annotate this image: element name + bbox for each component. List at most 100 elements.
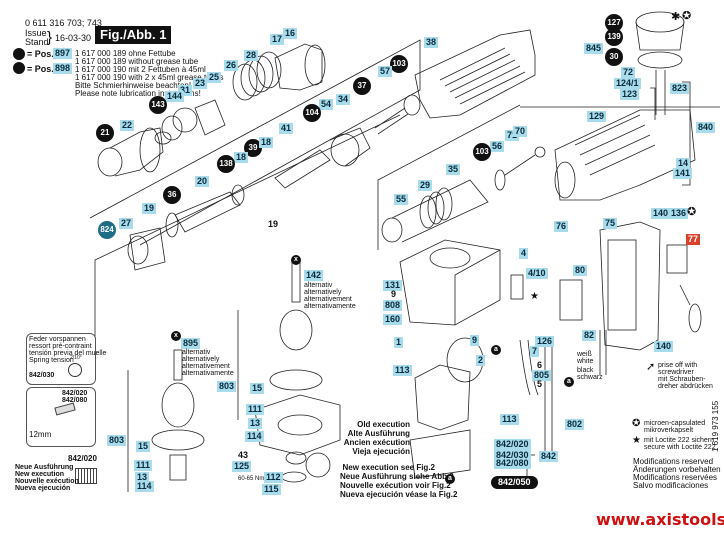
part-label-111[interactable]: 111 (246, 404, 265, 415)
part-label-114[interactable]: 114 (135, 481, 154, 492)
part-label-160[interactable]: 160 (383, 314, 403, 325)
part-label-7[interactable]: 7 (530, 346, 540, 357)
part-label-803[interactable]: 803 (107, 435, 127, 446)
part-label-113[interactable]: 113 (393, 365, 412, 376)
part-label-17[interactable]: 17 (270, 34, 285, 45)
part-label-29[interactable]: 29 (418, 180, 433, 191)
part-label-2[interactable]: 2 (476, 355, 486, 366)
part-label-70[interactable]: 70 (513, 126, 528, 137)
part-label-80[interactable]: 80 (573, 265, 588, 276)
part-circle-39[interactable]: 39 (244, 139, 262, 157)
part-label-22[interactable]: 22 (120, 120, 135, 131)
part-circle-36[interactable]: 36 (163, 186, 181, 204)
part-label-842-050[interactable]: 842/050 (491, 476, 538, 489)
part-circle-143[interactable]: 143 (149, 96, 167, 114)
part-circle-37[interactable]: 37 (353, 77, 371, 95)
part-label-112[interactable]: 112 (264, 472, 283, 483)
part-label-31[interactable]: 31 (178, 85, 193, 96)
part-circle-127[interactable]: 127 (605, 14, 623, 32)
part-label-1[interactable]: 1 (394, 337, 404, 348)
part-label-26[interactable]: 26 (224, 60, 239, 71)
part-label-71[interactable]: 71 (505, 130, 520, 141)
part-label-4[interactable]: 4 (519, 248, 529, 259)
part-label-54[interactable]: 54 (319, 99, 334, 110)
part-label-38[interactable]: 38 (424, 37, 439, 48)
part-label-15[interactable]: 15 (136, 441, 151, 452)
part-label-27[interactable]: 27 (119, 218, 134, 229)
part-label-14[interactable]: 14 (676, 158, 691, 169)
part-label-842-030[interactable]: 842/030 (494, 450, 531, 461)
part-circle-103[interactable]: 103 (390, 55, 408, 73)
issue-label: Issue (25, 28, 47, 38)
part-label-18[interactable]: 18 (259, 137, 274, 148)
part-label-803[interactable]: 803 (217, 381, 237, 392)
part-label-15[interactable]: 15 (250, 383, 265, 394)
part-label-840[interactable]: 840 (696, 122, 716, 133)
part-label-842[interactable]: 842 (539, 451, 559, 462)
part-label-141[interactable]: 141 (673, 168, 693, 179)
part-label-43[interactable]: 43 (238, 450, 249, 460)
part-label-20[interactable]: 20 (195, 176, 210, 187)
part-label-842-020[interactable]: 842/020 (494, 439, 531, 450)
part-label-9[interactable]: 9 (391, 289, 397, 299)
part-label-13[interactable]: 13 (135, 472, 150, 483)
part-label-111[interactable]: 111 (134, 460, 153, 471)
part-label-802[interactable]: 802 (565, 419, 585, 430)
spring-icon (68, 363, 82, 377)
part-circle-104[interactable]: 104 (303, 104, 321, 122)
part-label-76[interactable]: 76 (554, 221, 569, 232)
part-label-124-1[interactable]: 124/1 (614, 78, 641, 89)
part-label-28[interactable]: 28 (244, 50, 259, 61)
part-label-55[interactable]: 55 (394, 194, 409, 205)
part-label-125[interactable]: 125 (232, 461, 252, 472)
part-circle-138[interactable]: 138 (217, 155, 235, 173)
part-label-6[interactable]: 6 (537, 360, 543, 370)
part-label-805[interactable]: 805 (532, 370, 552, 381)
watermark[interactable]: www.axistools.ru (596, 510, 724, 529)
part-label-34[interactable]: 34 (336, 94, 351, 105)
part-label-16[interactable]: 16 (283, 28, 298, 39)
part-label-5[interactable]: 5 (537, 379, 543, 389)
part-label-75[interactable]: 75 (603, 218, 618, 229)
part-circle-824[interactable]: 824 (98, 221, 116, 239)
part-label-823[interactable]: 823 (670, 83, 690, 94)
part-label-18[interactable]: 18 (234, 152, 249, 163)
part-label-56[interactable]: 56 (490, 141, 505, 152)
part-label-23[interactable]: 23 (193, 78, 208, 89)
part-label-82[interactable]: 82 (582, 330, 597, 341)
part-label-35[interactable]: 35 (446, 164, 461, 175)
pos-898-label[interactable]: 898 (53, 63, 73, 74)
part-label-113[interactable]: 113 (500, 414, 519, 425)
part-label-126[interactable]: 126 (535, 336, 555, 347)
pos-897-label[interactable]: 897 (53, 48, 73, 59)
part-circle-30[interactable]: 30 (605, 48, 623, 66)
part-label-842-080[interactable]: 842/080 (494, 458, 531, 469)
part-label-115[interactable]: 115 (262, 484, 281, 495)
connection-a-icon: a (445, 474, 455, 484)
part-label-57[interactable]: 57 (378, 66, 393, 77)
part-label-895[interactable]: 895 (181, 338, 201, 349)
part-circle-21[interactable]: 21 (96, 124, 114, 142)
part-label-9[interactable]: 9 (470, 335, 480, 346)
part-label-845[interactable]: 845 (584, 43, 604, 54)
part-label-25[interactable]: 25 (207, 72, 222, 83)
part-label-19[interactable]: 19 (142, 203, 157, 214)
part-label-4-10[interactable]: 4/10 (526, 268, 548, 279)
part-label-140[interactable]: 140 (654, 341, 674, 352)
part-circle-103[interactable]: 103 (473, 143, 491, 161)
part-label-144[interactable]: 144 (165, 91, 185, 102)
part-label-140[interactable]: 140 (651, 208, 671, 219)
part-label-13[interactable]: 13 (248, 418, 263, 429)
part-label-808[interactable]: 808 (383, 300, 403, 311)
part-label-72[interactable]: 72 (621, 67, 636, 78)
part-label-123[interactable]: 123 (620, 89, 640, 100)
part-label-19[interactable]: 19 (268, 219, 279, 229)
part-label-77[interactable]: 77 (686, 234, 701, 245)
part-label-114[interactable]: 114 (245, 431, 264, 442)
part-label-131[interactable]: 131 (383, 280, 403, 291)
part-label-129[interactable]: 129 (587, 111, 607, 122)
part-label-41[interactable]: 41 (279, 123, 294, 134)
part-label-142[interactable]: 142 (304, 270, 324, 281)
part-label-136[interactable]: 136 (669, 208, 689, 219)
part-circle-139[interactable]: 139 (605, 28, 623, 46)
